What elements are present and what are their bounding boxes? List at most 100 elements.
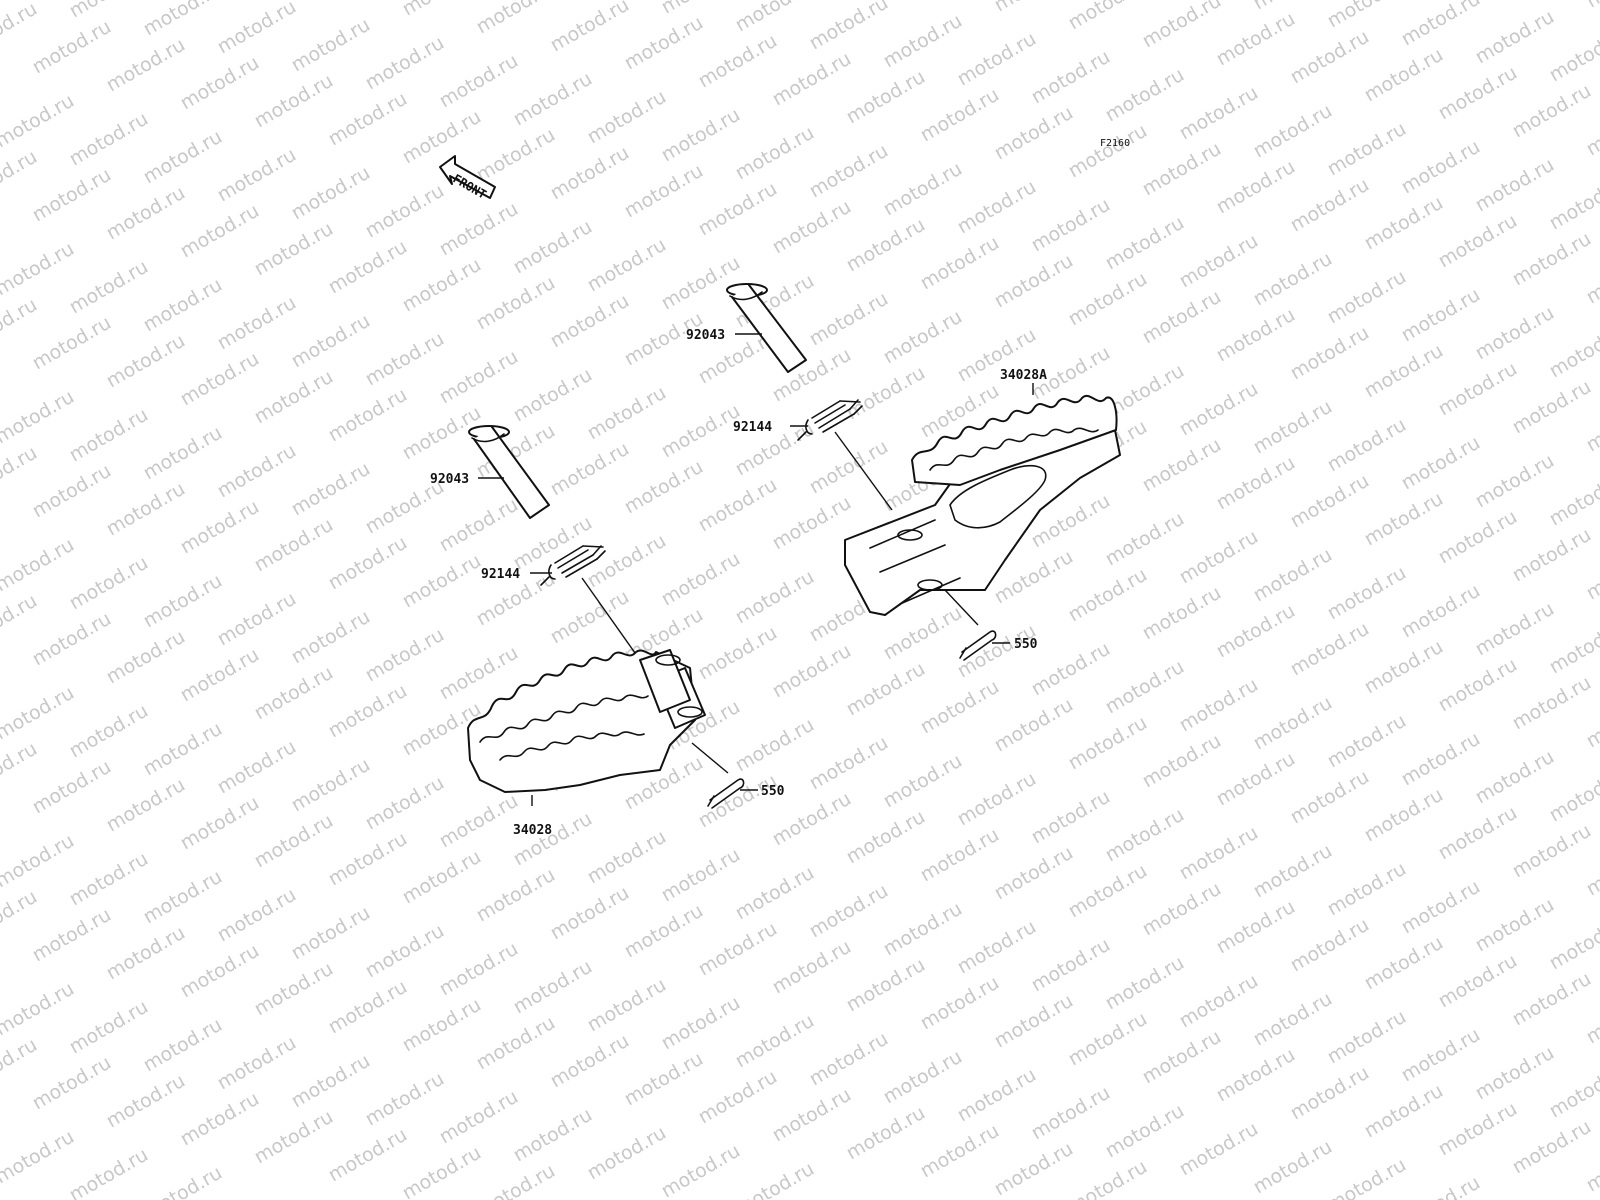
watermark-text: motod.ru (1583, 542, 1600, 605)
watermark-text: motod.ru (1102, 656, 1188, 719)
watermark-text: motod.ru (1139, 1026, 1225, 1089)
watermark-text: motod.ru (732, 862, 818, 925)
cotter-lower (707, 778, 745, 809)
watermark-text: motod.ru (547, 0, 633, 56)
watermark-text: motod.ru (140, 1014, 226, 1077)
watermark-text: motod.ru (177, 496, 263, 559)
watermark-text: motod.ru (732, 714, 818, 777)
watermark-text: motod.ru (1509, 80, 1595, 143)
watermark-text: motod.ru (140, 0, 226, 40)
watermark-text: motod.ru (288, 902, 374, 965)
watermark-text: motod.ru (214, 144, 300, 207)
watermark-text: motod.ru (1287, 1062, 1373, 1125)
watermark-text: motod.ru (1324, 710, 1410, 773)
watermark-text: motod.ru (658, 992, 744, 1055)
watermark-text: motod.ru (510, 1104, 596, 1167)
watermark-text: motod.ru (362, 624, 448, 687)
watermark-text: motod.ru (0, 590, 41, 653)
watermark-text: motod.ru (806, 436, 892, 499)
watermark-text: motod.ru (695, 770, 781, 833)
watermark-text: motod.ru (1324, 1154, 1410, 1200)
watermark-text: motod.ru (1324, 266, 1410, 329)
watermark-text: motod.ru (547, 438, 633, 501)
watermark-text: motod.ru (436, 1086, 522, 1149)
watermark-text: motod.ru (325, 680, 411, 743)
watermark-text: motod.ru (1546, 764, 1600, 827)
watermark-text: motod.ru (0, 1108, 4, 1171)
watermark-text: motod.ru (0, 72, 4, 135)
watermark-text: motod.ru (436, 938, 522, 1001)
watermark-text: motod.ru (806, 880, 892, 943)
watermark-text: motod.ru (1176, 230, 1262, 293)
watermark-text: motod.ru (0, 812, 4, 875)
watermark-text: motod.ru (1176, 674, 1262, 737)
watermark-text: motod.ru (66, 404, 152, 467)
watermark-text: motod.ru (1583, 838, 1600, 901)
watermark-text: motod.ru (288, 162, 374, 225)
watermark-text: motod.ru (1213, 304, 1299, 367)
watermark-text: motod.ru (880, 602, 966, 665)
watermark-text: motod.ru (0, 90, 78, 153)
watermark-text: motod.ru (288, 606, 374, 669)
watermark-text: motod.ru (325, 88, 411, 151)
watermark-text: motod.ru (1324, 0, 1410, 32)
watermark-text: motod.ru (66, 108, 152, 171)
watermark-text: motod.ru (0, 220, 4, 283)
watermark-text: motod.ru (1250, 0, 1336, 14)
watermark-text: motod.ru (325, 1124, 411, 1187)
watermark-text: motod.ru (510, 216, 596, 279)
watermark-text: motod.ru (1361, 932, 1447, 995)
watermark-text: motod.ru (1250, 248, 1336, 311)
watermark-text: motod.ru (1398, 432, 1484, 495)
spring-upper (797, 399, 863, 441)
watermark-text: motod.ru (1398, 0, 1484, 50)
watermark-text: motod.ru (29, 608, 115, 671)
watermark-text: motod.ru (473, 864, 559, 927)
watermark-text: motod.ru (1176, 526, 1262, 589)
watermark-text: motod.ru (1435, 62, 1521, 125)
watermark-text: motod.ru (1287, 26, 1373, 89)
watermark-text: motod.ru (214, 292, 300, 355)
watermark-text: motod.ru (325, 384, 411, 447)
watermark-text: motod.ru (288, 754, 374, 817)
watermark-text: motod.ru (1324, 118, 1410, 181)
watermark-text: motod.ru (29, 756, 115, 819)
watermark-text: motod.ru (1546, 172, 1600, 235)
watermark-text: motod.ru (0, 682, 78, 745)
watermark-text: motod.ru (1435, 358, 1521, 421)
watermark-text: motod.ru (140, 866, 226, 929)
watermark-text: motod.ru (1250, 100, 1336, 163)
watermark-text: motod.ru (436, 494, 522, 557)
watermark-text: motod.ru (1583, 0, 1600, 12)
watermark-text: motod.ru (177, 644, 263, 707)
watermark-text: motod.ru (510, 68, 596, 131)
watermark-text: motod.ru (1139, 878, 1225, 941)
watermark-text: motod.ru (1139, 582, 1225, 645)
leader-spring-axis-lower (581, 577, 641, 661)
watermark-text: motod.ru (1361, 44, 1447, 107)
watermark-text: motod.ru (510, 956, 596, 1019)
watermark-text: motod.ru (1028, 786, 1114, 849)
label-footpeg-left: 34028 (513, 823, 552, 838)
watermark-text: motod.ru (251, 810, 337, 873)
watermark-text: motod.ru (0, 368, 4, 431)
watermark-text: motod.ru (1102, 64, 1188, 127)
watermark-text: motod.ru (1102, 804, 1188, 867)
watermark-text: motod.ru (0, 516, 4, 579)
watermark-text: motod.ru (362, 32, 448, 95)
watermark-text: motod.ru (843, 362, 929, 425)
watermark-text: motod.ru (1028, 46, 1114, 109)
watermark-text: motod.ru (584, 382, 670, 445)
watermark-text: motod.ru (140, 718, 226, 781)
watermark-text: motod.ru (362, 772, 448, 835)
watermark-text: motod.ru (843, 1102, 929, 1165)
watermark-text: motod.ru (510, 364, 596, 427)
watermark-text: motod.ru (1102, 212, 1188, 275)
watermark-text: motod.ru (732, 0, 818, 36)
watermark-text: motod.ru (103, 774, 189, 837)
watermark-text: motod.ru (1213, 452, 1299, 515)
watermark-text: motod.ru (547, 586, 633, 649)
watermark-text: motod.ru (1546, 1060, 1600, 1123)
watermark-text: motod.ru (103, 1070, 189, 1133)
watermark-text: motod.ru (769, 492, 855, 555)
